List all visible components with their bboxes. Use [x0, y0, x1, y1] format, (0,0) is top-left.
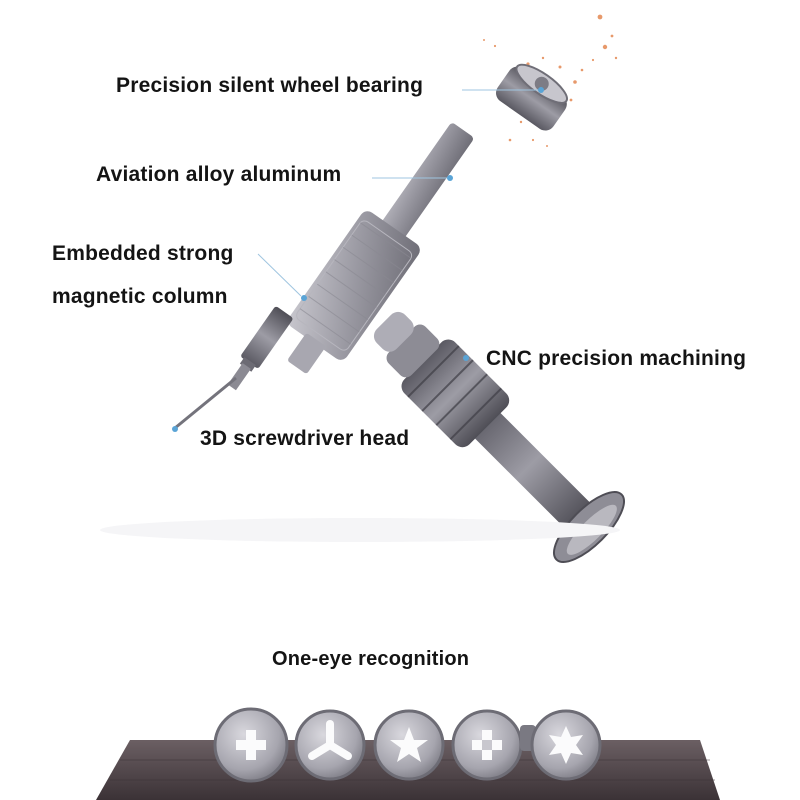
- precision-screwdriver: [172, 63, 568, 432]
- callout-magnet-line2: magnetic column: [52, 285, 228, 308]
- bit-head-torx: [520, 709, 602, 781]
- callout-one-eye: One-eye recognition: [272, 648, 470, 670]
- callout-magnet-line1: Embedded strong: [52, 242, 234, 265]
- bit-head-tri-wing: [294, 709, 366, 781]
- callout-bearing: Precision silent wheel bearing: [116, 74, 424, 97]
- callout-alloy: Aviation alloy aluminum: [96, 163, 342, 186]
- callout-head: 3D screwdriver head: [200, 427, 410, 450]
- bit-head-star: [373, 709, 445, 781]
- bit-head-cross-square: [451, 709, 523, 781]
- reflection: [100, 518, 620, 542]
- callout-cnc: CNC precision machining: [486, 347, 747, 370]
- bit-head-cross: [213, 707, 289, 783]
